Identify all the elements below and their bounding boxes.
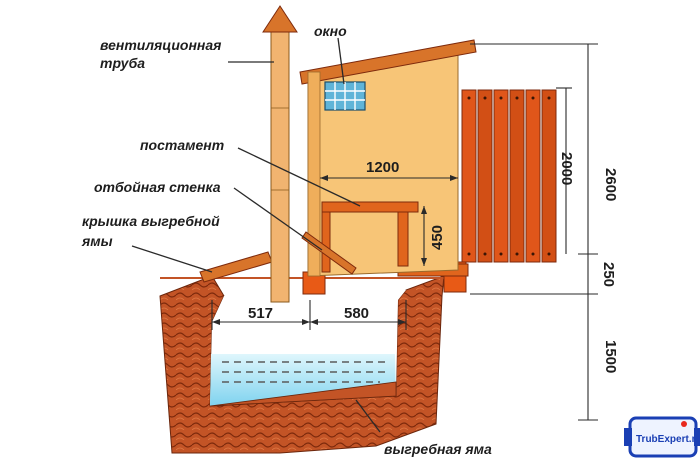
cesspit-label: выгребная яма (384, 441, 492, 457)
seat-support (321, 211, 331, 273)
dimension-lines (211, 43, 598, 421)
window-label: окно (314, 23, 347, 39)
seat-top (321, 201, 419, 213)
seat-front (397, 211, 409, 267)
dim-height-base: 250 (600, 262, 617, 287)
pedestal-label: постамент (140, 137, 224, 153)
roof (299, 39, 477, 85)
vent-pipe-label-line1: вентиляционная (100, 37, 221, 53)
cesspit (159, 275, 445, 454)
pit-sludge (209, 381, 397, 407)
watermark-logo: TrubExpert.ru (624, 416, 700, 458)
window-grid (324, 81, 366, 111)
dim-pit-left: 517 (248, 305, 273, 322)
vent-pipe (262, 5, 298, 303)
pit-cover-label-line1: крышка выгребной (82, 213, 220, 229)
dim-seat-height: 450 (429, 225, 446, 250)
dim-pit-right: 580 (344, 305, 369, 322)
splash-wall-label: отбойная стенка (94, 179, 221, 195)
splash-wall (301, 231, 357, 275)
watermark-text: TrubExpert.ru (636, 434, 700, 445)
pedestal (321, 201, 419, 273)
cabin-left-post (307, 71, 321, 277)
door-boards (461, 89, 557, 263)
pipe-cap (262, 5, 298, 33)
water-dashes (222, 361, 386, 383)
pit-cover-label-line2: ямы (81, 233, 113, 249)
vent-pipe-label-line2: труба (100, 55, 145, 71)
leader-lines (131, 37, 381, 433)
dim-cabin-width: 1200 (366, 159, 399, 176)
dim-height-total: 2600 (602, 168, 619, 201)
dim-pit-depth: 1500 (602, 340, 619, 373)
dim-height-cabin: 2000 (558, 152, 575, 185)
